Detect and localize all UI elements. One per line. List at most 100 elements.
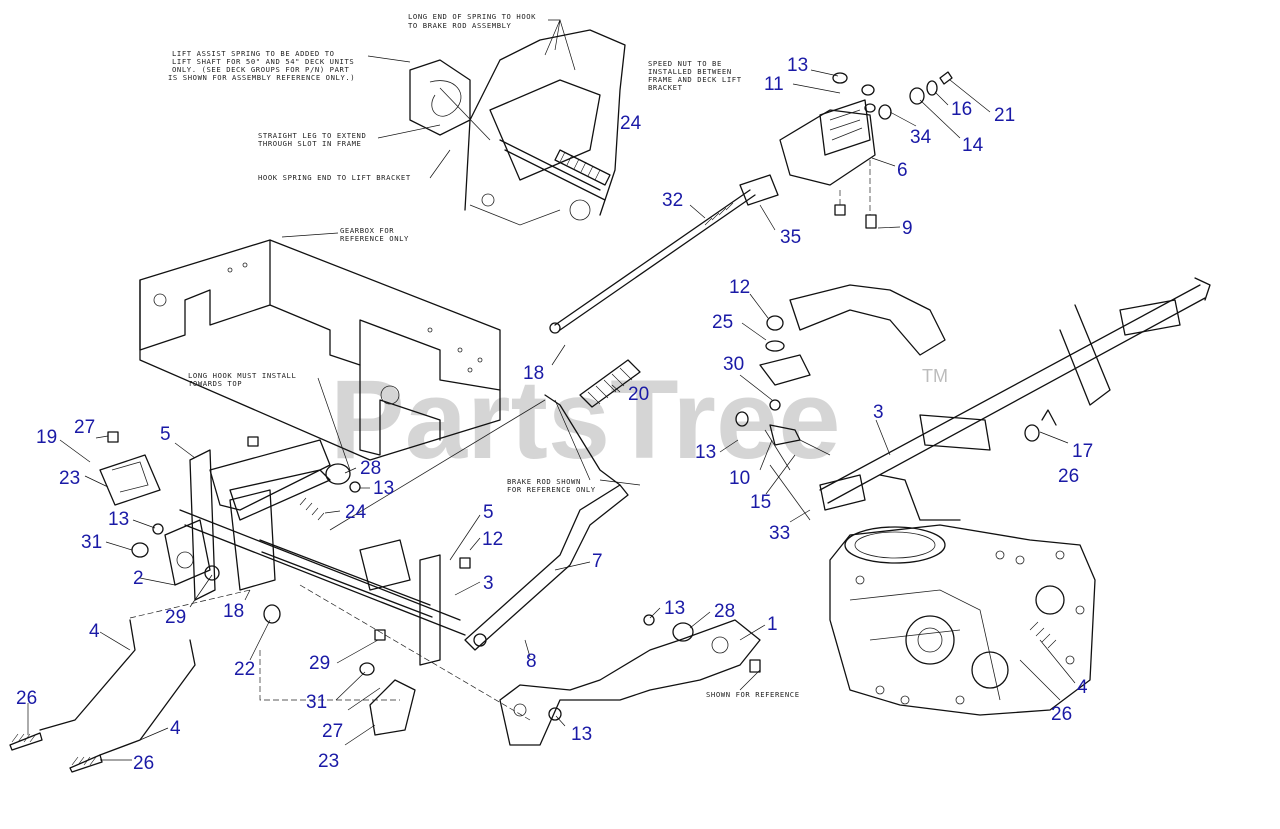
callout-21: 21 [994, 105, 1015, 126]
callout-31: 31 [306, 692, 327, 713]
leader-straight-leg [377, 124, 441, 139]
brake-arm-1 [499, 614, 761, 746]
watermark-text: PartsTree [330, 357, 841, 482]
callout-13: 13 [108, 509, 129, 530]
note-brake-rod-2: FOR REFERENCE ONLY [507, 485, 596, 494]
leader-long-hook [317, 377, 351, 471]
lift-assist-inset [409, 29, 626, 226]
callout-4: 4 [1077, 677, 1088, 698]
callout-13: 13 [787, 55, 808, 76]
note-shown-ref: SHOWN FOR REFERENCE [706, 690, 800, 699]
note-lift-assist-2: LIFT SHAFT FOR 50" AND 54" DECK UNITS [172, 57, 354, 66]
note-speed-nut-3: FRAME AND DECK LIFT [648, 75, 742, 84]
note-hook-spring: HOOK SPRING END TO LIFT BRACKET [258, 173, 411, 182]
callout-23: 23 [318, 751, 339, 772]
callout-24: 24 [345, 502, 367, 523]
callout-13: 13 [571, 724, 592, 745]
frame-reference [139, 239, 501, 461]
lift-shaft-assembly [99, 431, 471, 736]
callout-26: 26 [133, 753, 154, 774]
callout-15: 15 [750, 492, 771, 513]
brake-rod-reference [329, 394, 629, 651]
callout-34: 34 [910, 127, 932, 148]
callout-35: 35 [780, 227, 801, 248]
leader-hook-spring [429, 149, 451, 179]
callout-1: 1 [767, 614, 778, 635]
note-long-hook-1: LONG HOOK MUST INSTALL [188, 371, 296, 380]
callout-13: 13 [664, 598, 685, 619]
callout-31: 31 [81, 532, 102, 553]
callout-11: 11 [764, 74, 784, 95]
callout-30: 30 [723, 354, 744, 375]
note-lift-assist-4: IS SHOWN FOR ASSEMBLY REFERENCE ONLY.) [168, 73, 355, 82]
note-straight-leg-1: STRAIGHT LEG TO EXTEND [258, 131, 366, 140]
transaxle-reference [829, 524, 1096, 716]
note-long-hook-2: TOWARDS TOP [188, 379, 242, 388]
callout-27: 27 [322, 721, 343, 742]
callout-4: 4 [170, 718, 181, 739]
lift-links [9, 619, 196, 773]
watermark-trademark: TM [922, 366, 948, 386]
leader-lift-assist [367, 55, 411, 63]
callout-13: 13 [373, 478, 394, 499]
callout-26: 26 [1058, 466, 1079, 487]
cross-shaft-assembly [735, 277, 1211, 521]
note-lift-assist-3: ONLY. (SEE DECK GROUPS FOR P/N) PART [172, 65, 349, 74]
note-speed-nut-2: INSTALLED BETWEEN [648, 67, 732, 76]
callout-26: 26 [16, 688, 37, 709]
leader-brake-rod [554, 399, 641, 486]
leader-shown-ref [739, 669, 761, 691]
assembly-centerlines [129, 584, 531, 721]
callout-6: 6 [897, 160, 908, 181]
leader-gearbox [281, 232, 339, 238]
callout-26: 26 [1051, 704, 1072, 725]
callout-22: 22 [234, 659, 255, 680]
callout-leaders [27, 69, 1076, 761]
callout-13: 13 [695, 442, 716, 463]
callout-5: 5 [483, 502, 494, 523]
callout-23: 23 [59, 468, 80, 489]
callout-3: 3 [873, 402, 884, 423]
callout-28: 28 [714, 601, 735, 622]
callout-20: 20 [628, 384, 649, 405]
callout-18: 18 [223, 601, 244, 622]
callout-14: 14 [962, 135, 984, 156]
note-spring-hook-1: LONG END OF SPRING TO HOOK [408, 12, 536, 21]
callout-32: 32 [662, 190, 683, 211]
callout-18: 18 [523, 363, 544, 384]
lift-rod [549, 174, 779, 334]
callout-27: 27 [74, 417, 95, 438]
callout-19: 19 [36, 427, 57, 448]
note-straight-leg-2: THROUGH SLOT IN FRAME [258, 139, 361, 148]
callout-29: 29 [165, 607, 186, 628]
note-spring-hook-2: TO BRAKE ROD ASSEMBLY [408, 21, 512, 30]
callout-25: 25 [712, 312, 733, 333]
callout-28: 28 [360, 458, 381, 479]
callout-8: 8 [526, 651, 537, 672]
spring-20 [579, 359, 641, 408]
leader-spring-hook [544, 19, 576, 71]
note-gearbox-1: GEARBOX FOR [340, 226, 394, 235]
note-brake-rod-1: BRAKE ROD SHOWN [507, 477, 581, 486]
callout-labels: 13 11 16 21 24 34 14 6 32 9 35 12 25 18 … [16, 55, 1093, 774]
callout-7: 7 [592, 551, 603, 572]
callout-2: 2 [133, 568, 144, 589]
deck-lift-bracket-group [779, 71, 953, 229]
callout-33: 33 [769, 523, 790, 544]
callout-24: 24 [620, 113, 642, 134]
callout-17: 17 [1072, 441, 1093, 462]
callout-5: 5 [160, 424, 171, 445]
callout-10: 10 [729, 468, 750, 489]
callout-29: 29 [309, 653, 330, 674]
callout-12: 12 [482, 529, 503, 550]
note-speed-nut-1: SPEED NUT TO BE [648, 59, 722, 68]
note-lift-assist-1: LIFT ASSIST SPRING TO BE ADDED TO [172, 49, 335, 58]
callout-9: 9 [902, 218, 913, 239]
callout-4: 4 [89, 621, 100, 642]
callout-12: 12 [729, 277, 750, 298]
callout-3: 3 [483, 573, 494, 594]
callout-16: 16 [951, 99, 972, 120]
note-gearbox-2: REFERENCE ONLY [340, 234, 409, 243]
note-speed-nut-4: BRACKET [648, 83, 683, 92]
